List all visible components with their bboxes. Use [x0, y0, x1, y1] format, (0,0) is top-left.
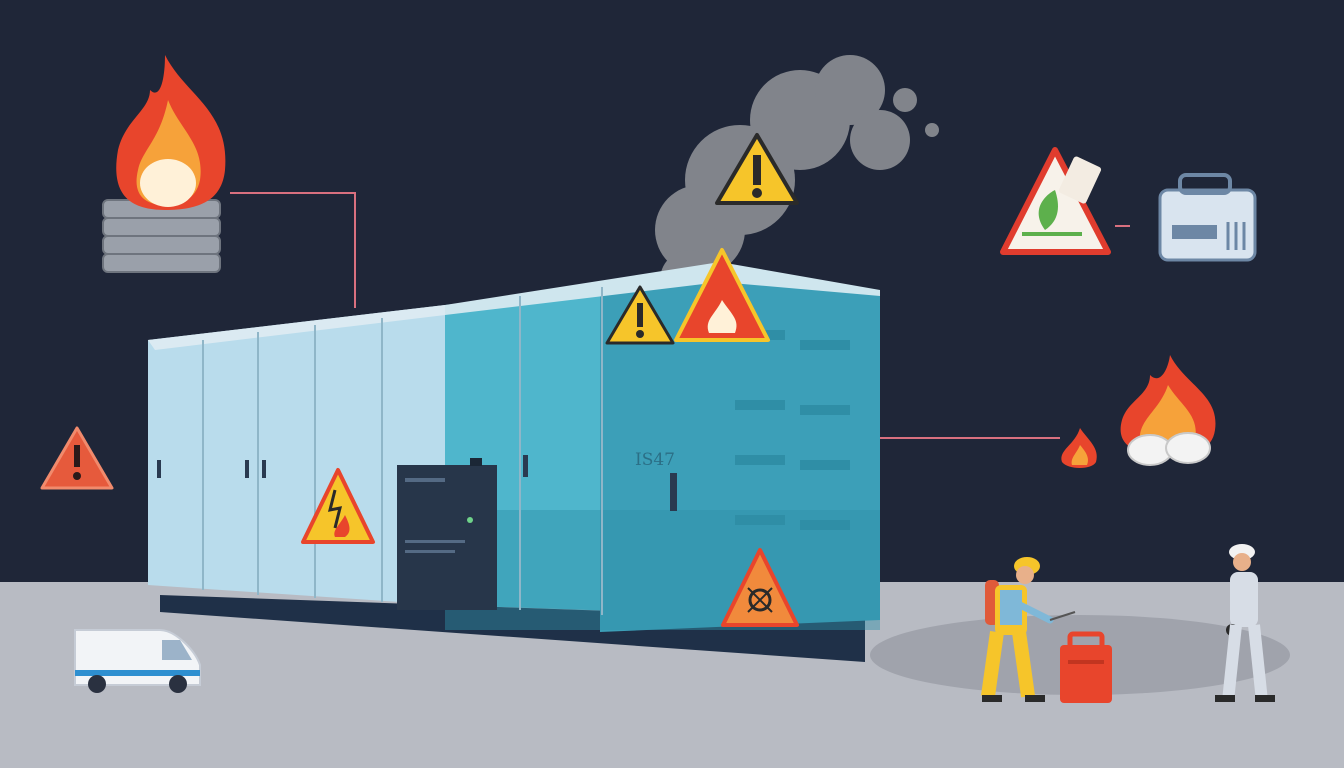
- high-voltage-icon: [301, 468, 375, 544]
- door-handles: [157, 455, 677, 511]
- fuel-canister-icon: [1060, 631, 1112, 703]
- fire-icon-small: [1061, 428, 1097, 468]
- cabinet-label: IS47: [635, 450, 675, 470]
- firefighter-figure: [981, 557, 1076, 702]
- warning-icon-smoke: [715, 133, 799, 205]
- battery-icon: [1158, 173, 1257, 262]
- warning-icon-roof: [605, 285, 675, 345]
- biohazard-icon: [721, 548, 799, 627]
- ambulance-icon: [74, 629, 201, 693]
- fire-icon: [116, 55, 226, 210]
- container-left-section: [148, 305, 445, 605]
- battery-stack: [102, 199, 221, 273]
- container-roof: [445, 262, 880, 315]
- container-base: [160, 595, 865, 662]
- worker-figure: [1215, 544, 1275, 702]
- fire-icon-right: [1120, 355, 1216, 466]
- battery-container: IS47: [148, 262, 880, 662]
- fire-warning-icon-roof: [674, 248, 770, 342]
- control-unit: [397, 458, 497, 610]
- connector-lines: [230, 192, 1130, 439]
- warning-icon-left: [40, 426, 114, 490]
- container-side-face: [600, 272, 880, 632]
- cabinet-doors: [202, 287, 603, 615]
- eco-hazard-icon: [1000, 147, 1111, 255]
- burning-battery-stack: [102, 55, 226, 273]
